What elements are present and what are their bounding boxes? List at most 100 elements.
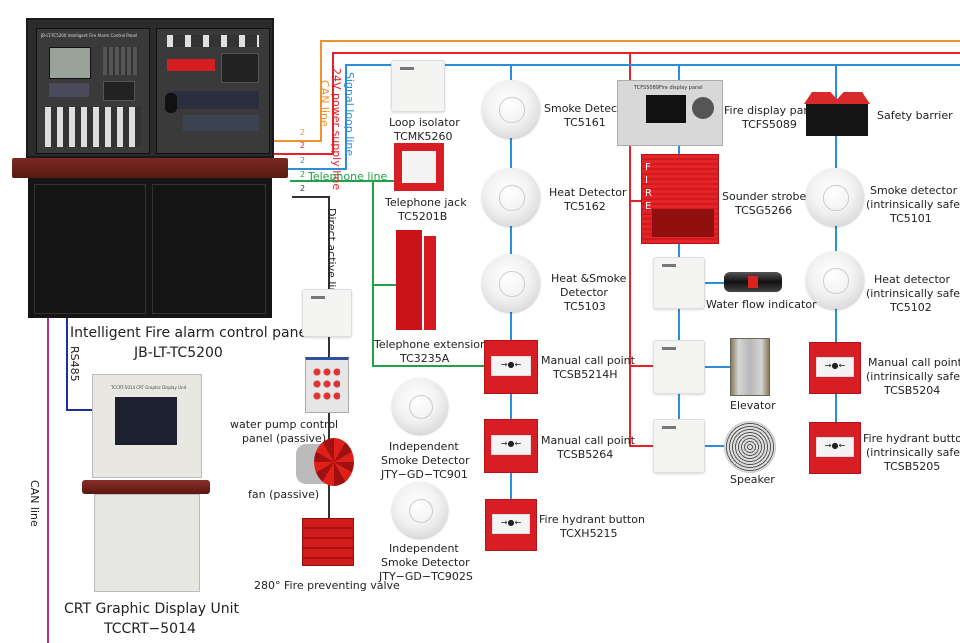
call-point-model: TCSB5264 xyxy=(557,448,614,461)
elevator-name: Elevator xyxy=(730,399,776,412)
tel-branch-jack xyxy=(372,180,394,182)
broadcast-module-speaker[interactable] xyxy=(653,419,705,473)
hydrant-is-model: TCSB5205 xyxy=(884,460,941,473)
cabinet-door-left[interactable] xyxy=(34,184,146,314)
panel-lcd-screen xyxy=(49,47,91,79)
elevator[interactable] xyxy=(730,338,770,396)
crt-screen xyxy=(115,397,177,445)
heat-is-name: Heat detector xyxy=(874,273,951,286)
water-pump-label-1: water pump control xyxy=(230,418,339,431)
fan-icon[interactable] xyxy=(296,438,356,488)
heat-smoke-name2: Detector xyxy=(560,286,608,299)
signal-branch-speaker xyxy=(704,445,726,447)
manual-call-point-h[interactable]: →●← xyxy=(484,340,538,394)
fire-display-panel[interactable]: TCFS5089Fire display panel xyxy=(617,80,723,146)
power-drop-display xyxy=(629,52,631,446)
crt-display-unit[interactable]: TCCRT-5014 CRT Graphic Display Unit xyxy=(82,374,210,594)
power-line-v xyxy=(332,52,334,155)
rs485-line-v xyxy=(66,318,68,410)
smoke-detector-name: Smoke Detector xyxy=(544,102,633,115)
panel-keypad[interactable] xyxy=(103,47,139,75)
manual-call-point-intrinsically-safe[interactable]: →●← xyxy=(809,342,861,394)
fire-preventing-valve[interactable] xyxy=(302,518,354,566)
wire-count-can: 2 xyxy=(300,128,306,137)
heat-detector-name: Heat Detector xyxy=(549,186,627,199)
water-pump-control-panel[interactable] xyxy=(305,357,349,413)
telephone-line-label: Telephone line xyxy=(308,170,388,183)
loop-isolator[interactable] xyxy=(391,60,445,112)
telephone-jack[interactable] xyxy=(394,143,444,191)
valve-label: 280° Fire preventing valve xyxy=(254,579,400,592)
power-branch-speaker xyxy=(629,445,653,447)
fire-hydrant-button[interactable]: →●← xyxy=(485,499,537,551)
hydrant-model: TCXH5215 xyxy=(560,527,618,540)
independent-smoke-detector-1[interactable] xyxy=(392,378,448,434)
speaker[interactable] xyxy=(724,421,776,473)
signal-branch-waterflow xyxy=(704,282,726,284)
water-flow-name: Water flow indicator xyxy=(706,298,817,311)
signal-line-h1 xyxy=(285,168,347,170)
panel-red-display xyxy=(167,59,215,71)
telephone-extension[interactable] xyxy=(396,230,438,330)
telephone-extension-model: TC3235A xyxy=(400,352,450,365)
heat-smoke-model: TC5103 xyxy=(564,300,606,313)
indep2-name2: Smoke Detector xyxy=(381,556,470,569)
smoke-detector-intrinsically-safe[interactable] xyxy=(806,168,864,226)
can-left-label: CAN line xyxy=(28,480,41,527)
independent-smoke-detector-2[interactable] xyxy=(392,482,448,538)
smoke-detector-model: TC5161 xyxy=(564,116,606,129)
call-point-is-name2: (intrinsically safe) xyxy=(866,370,960,383)
input-output-module-elevator[interactable] xyxy=(653,340,705,394)
telephone-jack-face xyxy=(402,151,436,183)
sounder-model: TCSG5266 xyxy=(735,204,793,217)
telephone-extension-name: Telephone extension xyxy=(374,338,487,351)
call-point-h-model: TCSB5214H xyxy=(553,368,618,381)
crt-faceplate-text: TCCRT-5014 CRT Graphic Display Unit xyxy=(111,385,187,390)
heat-is-model: TC5102 xyxy=(890,301,932,314)
safety-barrier[interactable] xyxy=(804,92,870,138)
direct-line-label: Direct active line xyxy=(325,208,338,302)
tel-line-v xyxy=(372,180,374,366)
sounder-fire-text: FIRE xyxy=(645,162,652,212)
fire-hydrant-button-intrinsically-safe[interactable]: →●← xyxy=(809,422,861,474)
sounder-strobe[interactable]: FIRE xyxy=(641,154,719,244)
panel-switch-row xyxy=(167,35,259,47)
call-point-window: →●← xyxy=(816,357,854,377)
microphone-icon[interactable] xyxy=(165,93,177,113)
cabinet-door-right[interactable] xyxy=(152,184,266,314)
fire-display-keypad[interactable] xyxy=(692,97,714,119)
fire-display-screen xyxy=(646,95,686,123)
heat-detector[interactable] xyxy=(482,168,540,226)
water-flow-red-band xyxy=(748,276,758,288)
wire-count-signal: 2 xyxy=(300,156,306,165)
wire-count-direct: 2 xyxy=(300,184,306,193)
call-point-window: →●← xyxy=(491,355,531,377)
water-pump-label-2: panel (passive) xyxy=(242,432,327,445)
can-line-top xyxy=(320,40,960,42)
smoke-detector[interactable] xyxy=(482,80,540,138)
power-line-label: 24V power supply line xyxy=(330,68,343,191)
tel-branch-ext xyxy=(372,284,396,286)
telephone-extension-handset xyxy=(424,236,436,330)
smoke-is-name2: (intrinsically safe) xyxy=(866,198,960,211)
heat-smoke-detector[interactable] xyxy=(482,254,540,312)
panel-upper-cabinet: JB-LT-TC5200 Intelligent Fire Alarm Cont… xyxy=(26,18,274,158)
input-module-waterflow[interactable] xyxy=(653,257,705,309)
call-point-is-model: TCSB5204 xyxy=(884,384,941,397)
signal-branch-elevator xyxy=(704,366,730,368)
panel-printer xyxy=(103,81,135,101)
manual-call-point[interactable]: →●← xyxy=(484,419,538,473)
can-line-label: CAN line xyxy=(318,80,331,127)
can-line-left xyxy=(47,318,49,643)
direct-control-module[interactable] xyxy=(302,289,352,337)
call-point-h-name: Manual call point xyxy=(541,354,635,367)
fire-alarm-control-panel[interactable]: JB-LT-TC5200 Intelligent Fire Alarm Cont… xyxy=(12,18,288,318)
heat-detector-intrinsically-safe[interactable] xyxy=(806,251,864,309)
loop-isolator-name: Loop isolator xyxy=(389,116,460,129)
panel-led-row xyxy=(49,83,89,97)
hydrant-name: Fire hydrant button xyxy=(539,513,645,526)
water-flow-indicator[interactable] xyxy=(724,272,782,292)
call-point-is-name: Manual call point xyxy=(868,356,960,369)
fire-display-model: TCFS5089 xyxy=(742,118,797,131)
smoke-is-model: TC5101 xyxy=(890,212,932,225)
